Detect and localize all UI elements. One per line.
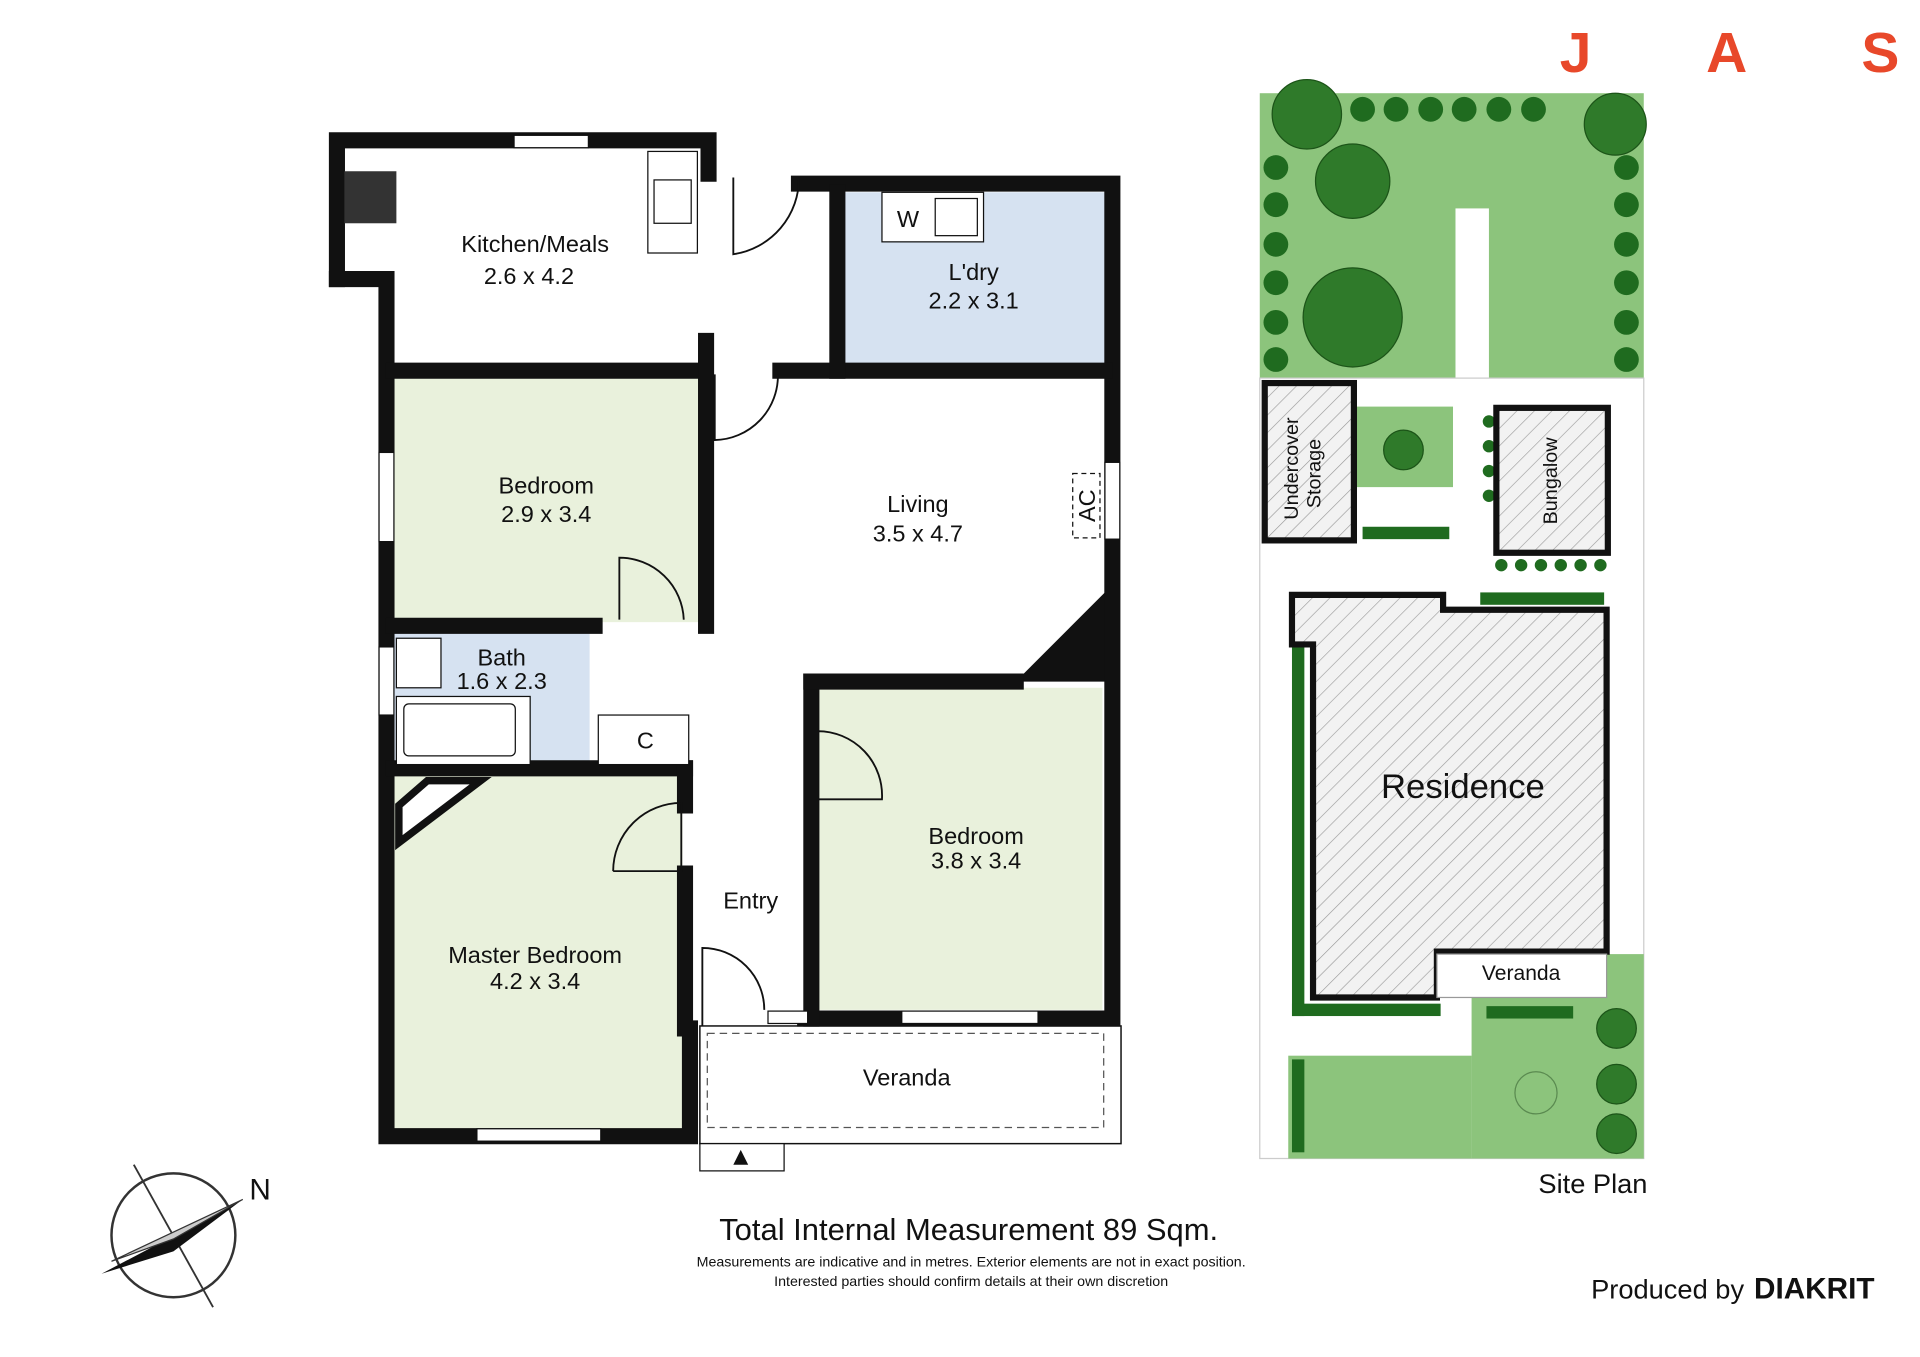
window: [378, 646, 395, 716]
logo-letter-s: S: [1861, 21, 1899, 85]
window: [378, 451, 395, 543]
chimney: [1015, 592, 1105, 682]
ac-label: AC: [1074, 489, 1100, 522]
residence: [1288, 591, 1610, 1001]
basin-icon: [395, 637, 442, 689]
window: [476, 1128, 602, 1142]
room-name: Bath: [477, 644, 525, 670]
door-swing: [816, 730, 883, 801]
tree-icon: [1596, 1007, 1637, 1049]
tree-icon: [1271, 78, 1343, 150]
wardrobe-icon: [395, 776, 492, 851]
undercover-storage: [1261, 379, 1358, 544]
bungalow: [1493, 404, 1611, 556]
room-size: 3.8 x 3.4: [931, 848, 1021, 874]
room-size: 3.5 x 4.7: [873, 521, 963, 547]
tree-icon: [1302, 267, 1403, 368]
door-swing: [701, 946, 766, 1026]
logo-letter-j: J: [1560, 21, 1592, 85]
compass-needle-light: [111, 1198, 244, 1262]
room-name: Master Bedroom: [448, 942, 622, 968]
jas-logo: J A S: [1560, 21, 1900, 85]
bedroom-2-area: [815, 687, 1103, 1010]
compass-north-label: N: [249, 1173, 270, 1206]
master-bedroom-area: [393, 774, 683, 1131]
storage-label: Undercover: [1281, 417, 1303, 520]
bathtub-inner: [403, 703, 516, 757]
door-swing: [713, 374, 779, 441]
bedroom-1-area: [393, 378, 702, 623]
window: [513, 134, 590, 149]
tree-outline-icon: [1514, 1071, 1558, 1115]
window: [901, 1010, 1039, 1025]
storage-label: Storage: [1303, 439, 1325, 508]
door-swing: [618, 556, 685, 620]
cupboard-label: C: [637, 727, 654, 753]
total-measurement: Total Internal Measurement 89 Sqm.: [719, 1212, 1218, 1247]
window: [1104, 461, 1121, 540]
cupboard: [597, 714, 690, 766]
tree-icon: [1596, 1113, 1637, 1155]
disclaimer-line-2: Interested parties should confirm detail…: [774, 1274, 1168, 1290]
site-veranda-label: Veranda: [1482, 962, 1561, 985]
window: [767, 1010, 809, 1025]
entry-arrow-icon: [733, 1149, 749, 1165]
air-conditioner: [1072, 472, 1101, 539]
tree-icon: [1583, 92, 1647, 156]
footer: Total Internal Measurement 89 Sqm. Measu…: [697, 1212, 1875, 1305]
hedge-icons: [1263, 96, 1639, 572]
room-size: 4.2 x 3.4: [490, 968, 580, 994]
room-name: Living: [887, 491, 948, 517]
logo-letter-a: A: [1706, 21, 1747, 85]
produced-by-label: Produced by: [1591, 1273, 1744, 1304]
room-name: Bedroom: [499, 472, 594, 498]
door-swing: [732, 177, 800, 256]
bungalow-label: Bungalow: [1540, 437, 1562, 525]
veranda-edge: [706, 1032, 1105, 1129]
kitchen-sink-icon: [653, 179, 692, 224]
laundry-tub-icon: [934, 197, 978, 237]
diakrit-brand: DIAKRIT: [1754, 1272, 1875, 1305]
tree-icon: [1314, 143, 1391, 219]
room-size: 2.6 x 4.2: [484, 263, 574, 289]
tree-icon: [1596, 1063, 1637, 1105]
room-size: 2.2 x 3.1: [929, 288, 1019, 314]
floor-plan: Kitchen/Meals 2.6 x 4.2 L'dry 2.2 x 3.1 …: [328, 132, 1122, 1172]
site-plan-title: Site Plan: [1538, 1168, 1647, 1199]
veranda-label: Veranda: [863, 1064, 952, 1090]
disclaimer-line-1: Measurements are indicative and in metre…: [697, 1254, 1246, 1270]
front-lawn: [1288, 1055, 1472, 1159]
room-name: L'dry: [949, 259, 999, 285]
site-plan: Residence Veranda Undercover Storage Bun…: [1259, 78, 1647, 1199]
entry-label: Entry: [723, 887, 778, 913]
wall: [328, 270, 699, 1145]
compass: N: [101, 1164, 271, 1308]
path: [1455, 208, 1489, 379]
room-size: 1.6 x 2.3: [457, 668, 547, 694]
room-name: Kitchen/Meals: [461, 231, 609, 257]
room-name: Bedroom: [928, 823, 1023, 849]
residence-label: Residence: [1381, 768, 1545, 806]
site-veranda: [1436, 953, 1608, 999]
tree-icon: [1383, 429, 1424, 471]
room-size: 2.9 x 3.4: [501, 501, 591, 527]
door-swing: [612, 802, 683, 873]
hedge-left: [1291, 526, 1605, 1153]
washer-label: W: [897, 206, 920, 232]
cooktop-icon: [344, 171, 397, 224]
